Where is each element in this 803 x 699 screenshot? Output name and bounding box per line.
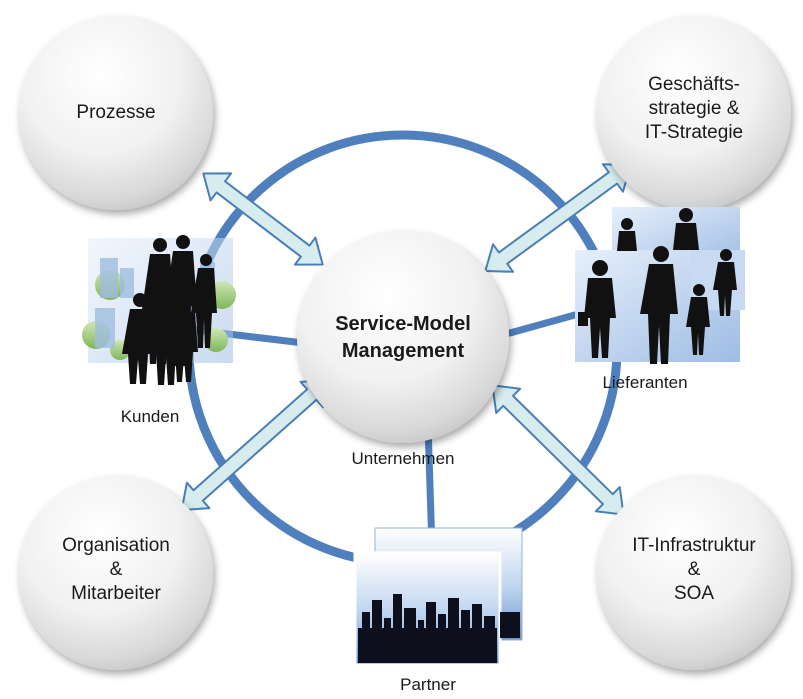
suppliers-silhouettes [578, 208, 737, 364]
arrows [180, 163, 632, 516]
bubble-infrastruktur [597, 476, 791, 670]
bubbles [19, 16, 791, 670]
center-label: Service-Model Management [318, 311, 488, 365]
node-organisation-label: Organisation & Mitarbeiter [38, 534, 194, 606]
partners-label: Partner [400, 675, 456, 694]
node-strategie-line1: Geschäfts- [648, 74, 740, 95]
node-infrastruktur-line3: SOA [673, 583, 715, 604]
node-strategie-line2: strategie & [648, 98, 740, 119]
partners-skyline [358, 594, 520, 663]
node-prozesse-line1: Prozesse [76, 102, 156, 123]
center-line1: Service-Model [335, 313, 471, 335]
node-organisation-line3: Mitarbeiter [71, 583, 161, 604]
customers-label: Kunden [120, 407, 180, 426]
customers-silhouettes [122, 235, 217, 385]
customers-image [82, 235, 236, 385]
node-infrastruktur-label: IT-Infrastruktur & SOA [611, 534, 777, 606]
node-prozesse-label: Prozesse [38, 101, 194, 125]
node-strategie-label: Geschäfts- strategie & IT-Strategie [616, 73, 772, 145]
partners-image [353, 527, 523, 667]
node-strategie-line3: IT-Strategie [644, 122, 744, 143]
center-line2: Management [341, 340, 465, 362]
enterprise-label: Unternehmen [351, 449, 455, 468]
arrow-prozesse [202, 172, 324, 266]
node-organisation-line1: Organisation [62, 535, 170, 556]
bubble-prozesse [19, 16, 213, 210]
bubble-strategie [597, 16, 791, 210]
bubble-center [297, 231, 509, 443]
node-infrastruktur-line1: IT-Infrastruktur [632, 535, 756, 556]
suppliers-label: Lieferanten [602, 373, 688, 392]
bubble-organisation [19, 476, 213, 670]
suppliers-image [575, 207, 745, 364]
node-infrastruktur-line2: & [687, 559, 701, 580]
node-organisation-line2: & [109, 559, 123, 580]
